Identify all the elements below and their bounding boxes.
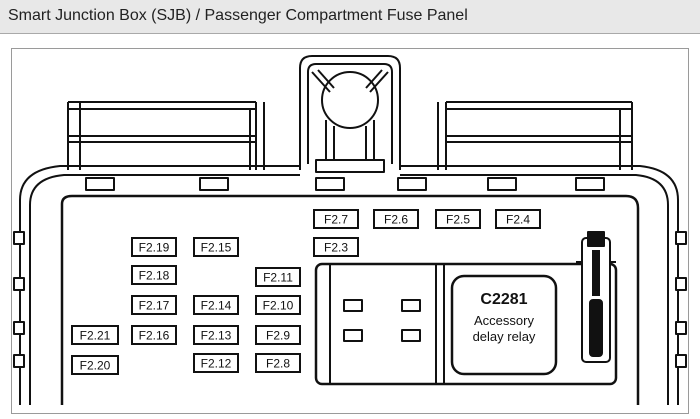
relay-name-line2: delay relay [473, 329, 536, 344]
relay-block [314, 262, 618, 386]
latch-tab [315, 177, 345, 191]
right-tab [675, 231, 687, 245]
fuse-f210: F2.10 [255, 295, 301, 315]
fuse-label: F2.12 [201, 357, 232, 371]
fuse-label: F2.11 [263, 271, 293, 285]
fuse-label: F2.15 [201, 241, 232, 255]
fuse-label: F2.18 [139, 269, 170, 283]
left-tab [13, 354, 25, 368]
left-tab [13, 231, 25, 245]
fuse-label: F2.5 [446, 213, 470, 227]
fuse-label: F2.13 [201, 329, 232, 343]
fuse-f217: F2.17 [131, 295, 177, 315]
relay-name-line1: Accessory [474, 313, 534, 328]
page-title: Smart Junction Box (SJB) / Passenger Com… [8, 7, 468, 24]
fuse-label: F2.20 [80, 359, 111, 373]
fuse-label: F2.17 [139, 299, 170, 313]
right-tab [675, 277, 687, 291]
fuse-f24: F2.4 [495, 209, 541, 229]
latch-tab [487, 177, 517, 191]
fuse-f26: F2.6 [373, 209, 419, 229]
fuse-f23: F2.3 [313, 237, 359, 257]
fuse-label: F2.7 [324, 213, 348, 227]
title-bar: Smart Junction Box (SJB) / Passenger Com… [0, 0, 700, 34]
top-connector [299, 55, 401, 173]
latch-tab [199, 177, 229, 191]
fuse-f219: F2.19 [131, 237, 177, 257]
fuse-f27: F2.7 [313, 209, 359, 229]
fuse-f214: F2.14 [193, 295, 239, 315]
left-wire-harness [67, 101, 265, 170]
fuse-f216: F2.16 [131, 325, 177, 345]
fuse-label: F2.10 [263, 299, 294, 313]
fuse-f218: F2.18 [131, 265, 177, 285]
fuse-label: F2.8 [266, 357, 290, 371]
fuse-label: F2.16 [139, 329, 170, 343]
latch-tab [85, 177, 115, 191]
left-tab [13, 321, 25, 335]
fuse-f212: F2.12 [193, 353, 239, 373]
fuse-f29: F2.9 [255, 325, 301, 345]
fuse-puller-icon [576, 231, 616, 363]
fuse-f211: F2.11 [255, 267, 301, 287]
fuse-group: F2.7 F2.6 F2.5 F2.4 F2.3 F2.19 F2.15 F2 [71, 209, 541, 375]
fuse-f220: F2.20 [71, 355, 119, 375]
right-tab [675, 354, 687, 368]
relay-code: C2281 [480, 291, 527, 308]
housing-inner-outline [29, 174, 669, 405]
fuse-f25: F2.5 [435, 209, 481, 229]
fuse-f213: F2.13 [193, 325, 239, 345]
right-wire-harness [437, 101, 633, 170]
fuse-f221: F2.21 [71, 325, 119, 345]
right-tab [675, 321, 687, 335]
relay-pin [401, 299, 421, 312]
fuse-panel-body [60, 194, 640, 405]
left-tab [13, 277, 25, 291]
relay-pin [343, 329, 363, 342]
fuse-label: F2.19 [139, 241, 170, 255]
fuse-label: F2.9 [266, 329, 290, 343]
relay-pin [343, 299, 363, 312]
fuse-label: F2.4 [506, 213, 530, 227]
fuse-label: F2.6 [384, 213, 408, 227]
fuse-label: F2.21 [80, 329, 111, 343]
fuse-f28: F2.8 [255, 353, 301, 373]
fuse-f215: F2.15 [193, 237, 239, 257]
fuse-label: F2.14 [201, 299, 232, 313]
relay-pin [401, 329, 421, 342]
latch-tab [575, 177, 605, 191]
fuse-label: F2.3 [324, 241, 348, 255]
latch-tab [397, 177, 427, 191]
accessory-delay-relay [450, 274, 558, 376]
housing-outline [19, 165, 679, 405]
